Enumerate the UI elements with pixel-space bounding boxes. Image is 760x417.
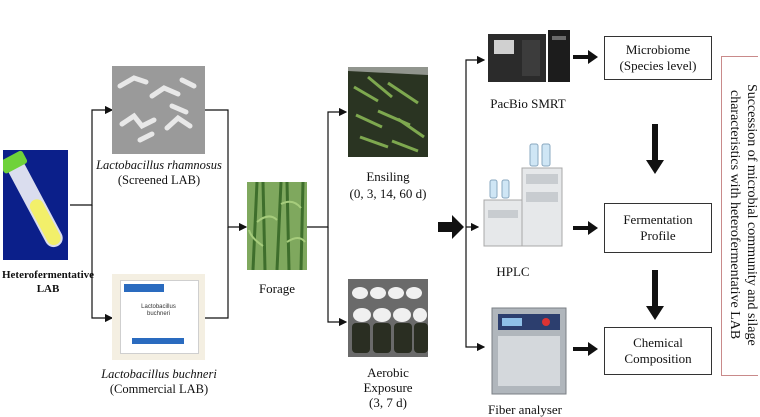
ensiling-label: Ensiling (0, 3, 14, 60 d)	[340, 168, 436, 202]
instrument-branch-line	[465, 55, 486, 227]
forage-branch-line	[307, 107, 348, 228]
buchneri-label: Lactobacillus buchneri (Commercial LAB)	[95, 367, 223, 397]
tube-branch-line	[91, 205, 114, 323]
hplc-label: HPLC	[496, 264, 530, 279]
test-tube-image	[3, 150, 68, 260]
tube-branch-line	[70, 105, 114, 206]
side-text-line2: characteristics with heterofermentative …	[727, 90, 742, 340]
ensiling-title: Ensiling	[366, 169, 410, 184]
fiber-analyser-image	[486, 300, 572, 398]
rhamnosus-sem-image	[112, 66, 205, 154]
microbiome-line2: (Species level)	[619, 58, 697, 73]
rhamnosus-sub: (Screened LAB)	[117, 173, 201, 187]
rhamnosus-name: Lactobacillus rhamnosus	[96, 158, 222, 172]
pacbio-to-box-arrow	[573, 50, 598, 64]
microbiome-box: Microbiome (Species level)	[604, 36, 712, 80]
pacbio-label: PacBio SMRT	[490, 96, 566, 111]
forage-image	[247, 182, 307, 270]
fermentation-box: Fermentation Profile	[604, 203, 712, 253]
fiber-to-box-arrow	[573, 342, 598, 356]
buchneri-package-image: Lactobacillus buchneri	[112, 274, 205, 360]
side-text-line1: Succession of microbial community and si…	[744, 84, 759, 346]
aerobic-days: (3, 7 d)	[369, 395, 407, 410]
ensiling-image	[348, 67, 428, 157]
buchneri-pack-line1: Lactobacillus	[141, 304, 176, 310]
aerobic-exposure-image	[348, 279, 428, 357]
forage-label: Forage	[258, 281, 296, 296]
fermentation-line2: Profile	[640, 228, 676, 243]
hetero-lab-line2: LAB	[36, 283, 60, 295]
hetero-lab-label: Heterofermentative LAB	[0, 268, 96, 296]
hplc-instrument-image	[478, 140, 572, 250]
chemical-line1: Chemical	[633, 335, 683, 350]
rhamnosus-to-forage-line	[205, 109, 248, 232]
rhamnosus-label: Lactobacillus rhamnosus (Screened LAB)	[95, 158, 223, 188]
buchneri-to-forage-line	[205, 227, 229, 319]
microbiome-line1: Microbiome	[625, 42, 691, 57]
ensiling-days: (0, 3, 14, 60 d)	[349, 186, 427, 201]
aerobic-line1: Aerobic	[367, 365, 409, 380]
buchneri-pack-line2: buchneri	[146, 311, 170, 317]
big-right-arrow	[438, 215, 464, 239]
down-arrow	[646, 124, 664, 174]
chemical-line2: Composition	[624, 351, 692, 366]
aerobic-exposure-label: Aerobic Exposure (3, 7 d)	[340, 365, 436, 410]
instrument-branch-line	[465, 227, 486, 352]
buchneri-name: Lactobacillus buchneri	[101, 367, 217, 381]
side-text-border	[721, 56, 758, 376]
hetero-lab-line1: Heterofermentative	[1, 269, 95, 281]
side-summary-text: Succession of microbial community and si…	[718, 56, 760, 374]
pacbio-instrument-image	[486, 26, 572, 86]
buchneri-sub: (Commercial LAB)	[109, 382, 209, 396]
hplc-to-box-arrow	[573, 221, 598, 235]
fermentation-line1: Fermentation	[623, 212, 693, 227]
aerobic-line2: Exposure	[363, 380, 413, 395]
chemical-box: Chemical Composition	[604, 327, 712, 375]
forage-branch-line	[327, 227, 348, 327]
down-arrow	[646, 270, 664, 320]
